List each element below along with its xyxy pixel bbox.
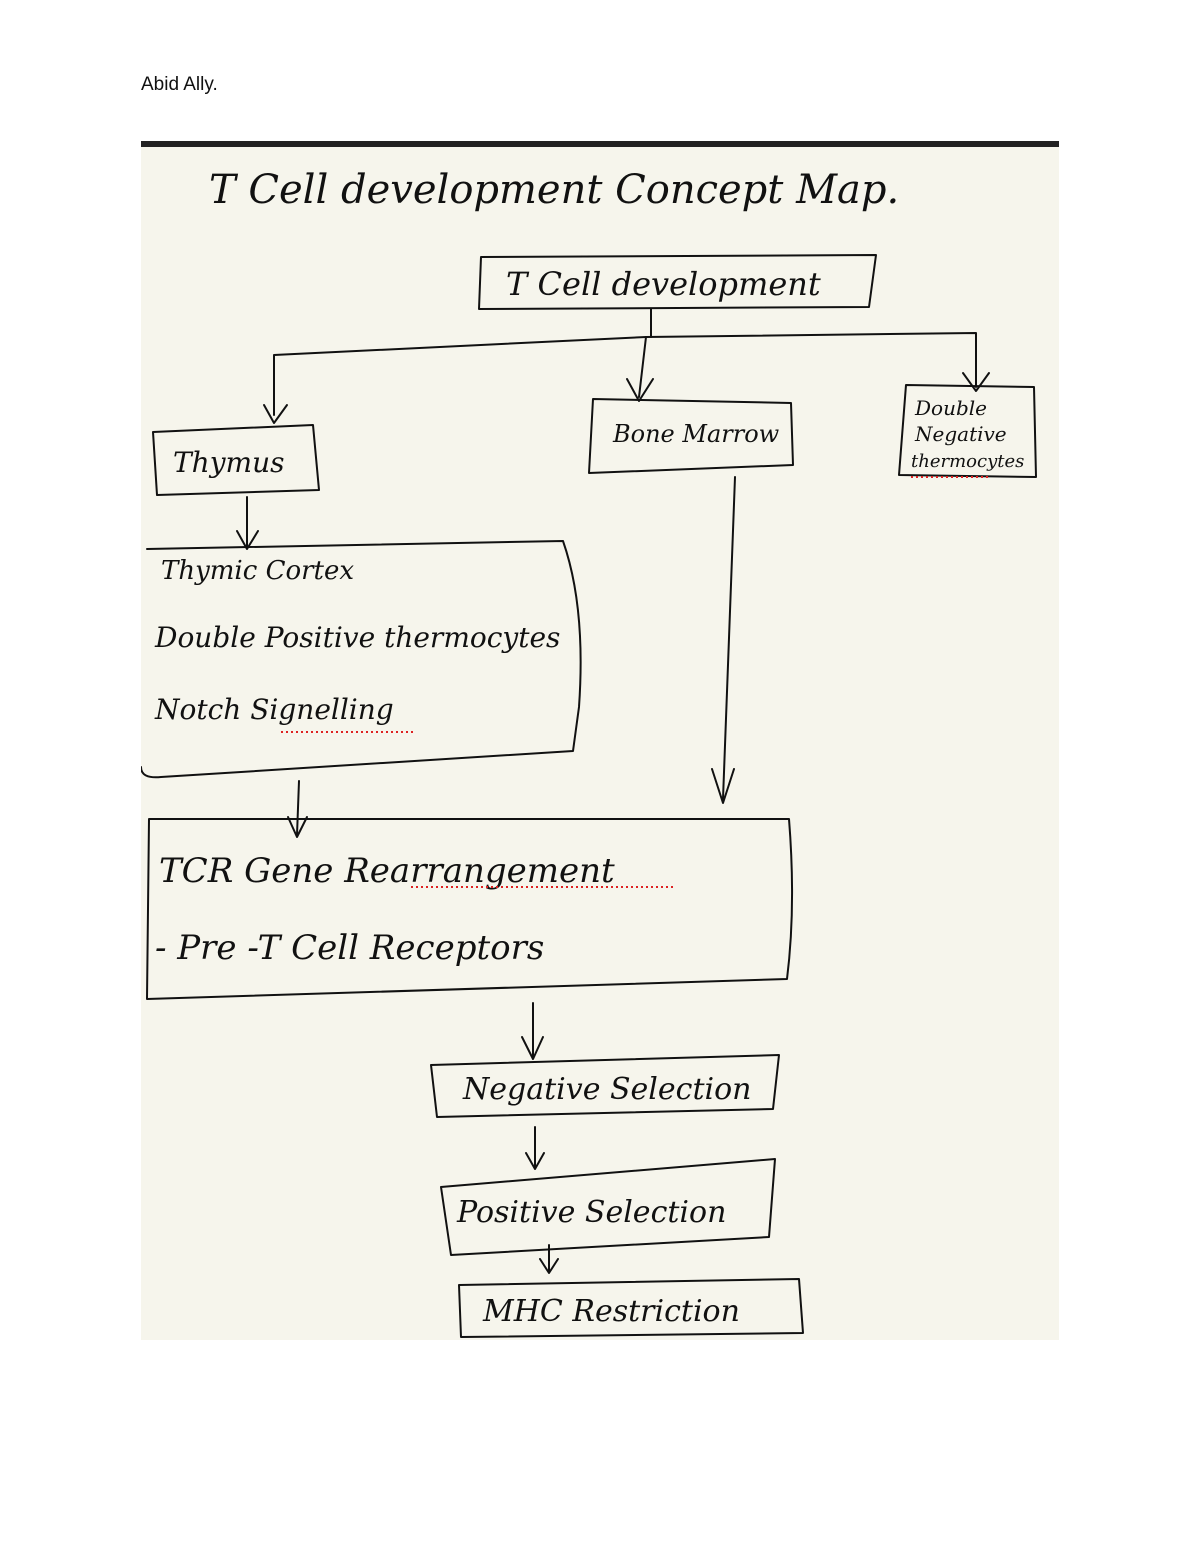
concept-map-canvas: T Cell development Concept Map. T Cell d…	[141, 147, 1059, 1340]
bone-marrow-label: Bone Marrow	[612, 420, 780, 448]
author-name: Abid Ally.	[141, 74, 218, 95]
mhc-restriction-label: MHC Restriction	[482, 1294, 740, 1329]
branch-line	[273, 332, 977, 416]
mhc-restriction-box	[458, 1278, 804, 1338]
thymus-label: Thymus	[173, 446, 284, 479]
double-negative-line-2: Negative	[914, 422, 1007, 446]
tcr-line-1: TCR Gene Rearrangement	[159, 851, 615, 891]
negative-selection-label: Negative Selection	[462, 1072, 751, 1107]
bone-marrow-box	[588, 398, 794, 474]
tcr-box	[146, 818, 794, 1000]
arrow-cortex-tcr	[287, 780, 308, 838]
double-negative-line-1: Double	[914, 396, 987, 420]
root-box	[478, 254, 877, 310]
double-negative-box	[898, 384, 1037, 478]
cortex-line-2: Double Positive thermocytes	[154, 621, 560, 654]
map-title: T Cell development Concept Map.	[209, 167, 899, 213]
tcr-line-2: - Pre -T Cell Receptors	[155, 928, 544, 968]
arrow-positive-mhc	[539, 1244, 559, 1274]
arrow-tcr-negative	[521, 1002, 544, 1060]
arrowhead-thymus	[263, 404, 288, 424]
cortex-box	[141, 540, 582, 779]
negative-selection-box	[430, 1054, 780, 1118]
arrowhead-double-negative	[962, 372, 990, 392]
cortex-line-3: Notch Signelling	[154, 693, 394, 726]
concept-map-svg: T Cell development Concept Map. T Cell d…	[141, 167, 1037, 1338]
cortex-line-1: Thymic Cortex	[161, 556, 354, 586]
root-label: T Cell development	[506, 265, 821, 303]
arrowhead-bone-marrow	[626, 378, 654, 402]
header-rule	[141, 141, 1059, 147]
branch-center	[638, 336, 647, 398]
positive-selection-box	[440, 1158, 776, 1256]
arrow-bone-marrow-tcr	[711, 476, 736, 804]
positive-selection-label: Positive Selection	[456, 1195, 726, 1230]
thymus-box	[152, 424, 320, 496]
arrow-negative-positive	[525, 1126, 545, 1170]
double-negative-line-3: thermocytes	[911, 451, 1024, 472]
arrow-thymus-cortex	[236, 496, 259, 550]
